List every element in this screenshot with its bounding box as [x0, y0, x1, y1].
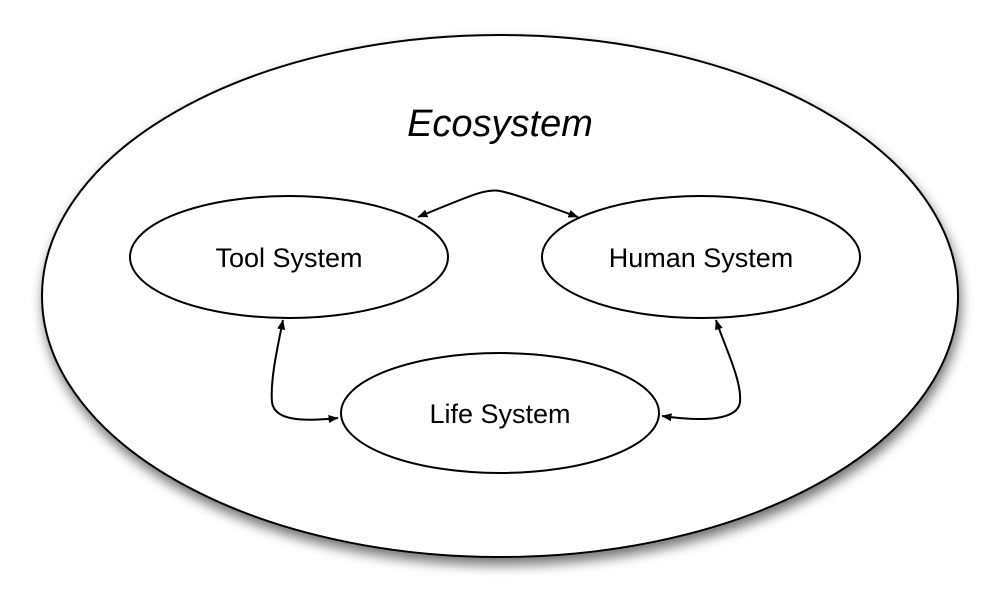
arrow-human-life: [661, 319, 742, 422]
life-system-label: Life System: [429, 399, 570, 429]
human-system-label: Human System: [609, 243, 794, 273]
tool-system-label: Tool System: [215, 243, 362, 273]
tool-system-ellipse: [129, 195, 449, 319]
arrow-tool-life: [270, 319, 339, 423]
node-life-system: Life System: [340, 352, 660, 474]
life-system-ellipse: [340, 352, 660, 474]
ecosystem-boundary: [41, 34, 959, 558]
node-human-system: Human System: [541, 195, 861, 319]
node-tool-system: Tool System: [129, 195, 449, 319]
arrow-tool-human: [417, 189, 579, 218]
human-system-ellipse: [541, 195, 861, 319]
ecosystem-title: Ecosystem: [407, 103, 593, 145]
